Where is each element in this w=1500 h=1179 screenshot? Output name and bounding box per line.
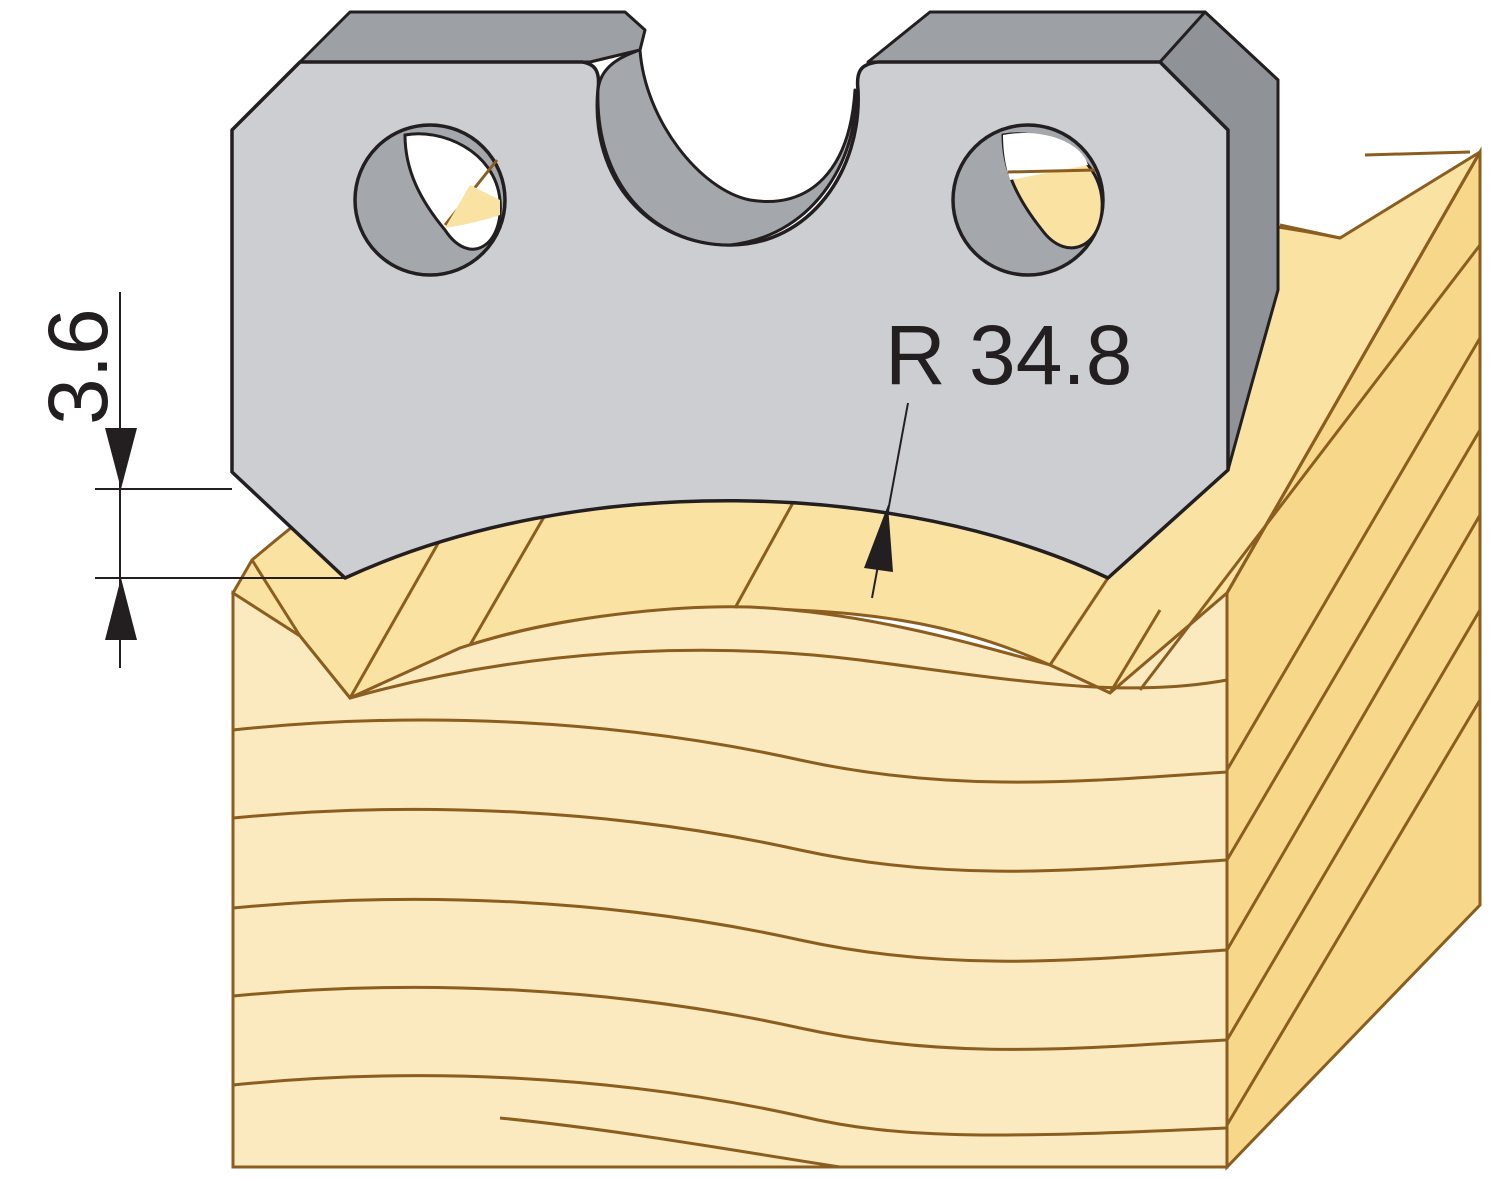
knife-top-bevel-left	[298, 10, 647, 64]
profile-knife	[230, 10, 1280, 580]
radius-dimension	[864, 402, 909, 599]
wood-grain-top	[250, 223, 1341, 699]
wood-grain-front	[232, 648, 1228, 1169]
wood-front-face	[231, 589, 1229, 1169]
height-dimension	[95, 292, 345, 668]
radius-dimension-label: R 34.8	[885, 308, 1133, 402]
height-arrow-bottom	[105, 578, 137, 640]
height-dimension-label: 3.6	[31, 308, 125, 425]
knife-slot-inner-wall	[596, 48, 857, 247]
wood-grain-side	[1138, 150, 1482, 1126]
knife-hole-left	[353, 123, 507, 277]
radius-arrow	[864, 505, 893, 572]
height-arrow-top	[105, 428, 137, 489]
knife-hole-right	[951, 123, 1105, 277]
